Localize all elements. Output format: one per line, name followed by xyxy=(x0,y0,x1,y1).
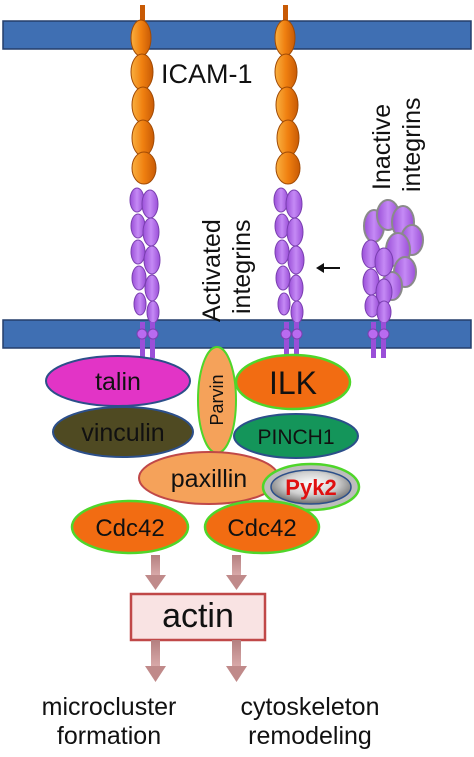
activated-integrins-label-line1: Activated xyxy=(198,219,226,322)
outcome-left-line1: microcluster xyxy=(41,693,177,721)
inactive-integrin xyxy=(361,199,424,358)
cdc42-left: Cdc42 xyxy=(70,499,190,555)
ilk: ILK xyxy=(234,353,352,411)
arrow-cdc42-right-to-actin xyxy=(226,555,247,590)
activation-arrow xyxy=(316,263,340,273)
vinculin: vinculin xyxy=(52,406,194,458)
activated-integrin-right xyxy=(273,187,305,358)
parvin: Parvin xyxy=(197,346,237,454)
outcome-microcluster: microcluster formation xyxy=(2,693,216,751)
svg-text:paxillin: paxillin xyxy=(171,465,247,493)
inactive-integrins-label-line1: Inactive xyxy=(368,104,396,190)
paxillin: paxillin xyxy=(138,451,280,505)
svg-text:Cdc42: Cdc42 xyxy=(227,515,296,542)
pyk2: Pyk2 xyxy=(261,462,361,512)
icam-column-left xyxy=(130,5,157,185)
svg-text:actin: actin xyxy=(162,597,234,635)
inactive-integrins-label-line2: integrins xyxy=(398,98,426,193)
cdc42-right: Cdc42 xyxy=(203,499,321,555)
arrow-actin-to-remodeling xyxy=(226,640,247,682)
talin: talin xyxy=(45,355,191,407)
activated-integrins-label-line2: integrins xyxy=(228,220,256,315)
outcome-right-line1: cytoskeleton xyxy=(240,693,380,721)
outcome-remodeling: cytoskeleton remodeling xyxy=(212,693,408,751)
lower-membrane xyxy=(2,319,472,349)
svg-text:Cdc42: Cdc42 xyxy=(95,515,164,542)
svg-text:Pyk2: Pyk2 xyxy=(285,475,336,500)
svg-text:vinculin: vinculin xyxy=(81,419,164,447)
activated-integrin-left xyxy=(129,187,161,358)
outcome-right-line2: remodeling xyxy=(248,722,372,750)
svg-text:PINCH1: PINCH1 xyxy=(257,426,334,449)
svg-text:ILK: ILK xyxy=(269,365,317,401)
arrow-actin-to-microcluster xyxy=(145,640,166,682)
icam-label: ICAM-1 xyxy=(161,59,253,89)
pinch1: PINCH1 xyxy=(233,413,359,459)
actin-box: actin xyxy=(129,592,267,642)
upper-membrane xyxy=(2,20,472,50)
svg-text:talin: talin xyxy=(95,368,141,396)
icam-column-right xyxy=(274,5,301,185)
outcome-left-line2: formation xyxy=(56,722,162,750)
svg-text:Parvin: Parvin xyxy=(207,374,227,425)
arrow-cdc42-left-to-actin xyxy=(145,555,166,590)
